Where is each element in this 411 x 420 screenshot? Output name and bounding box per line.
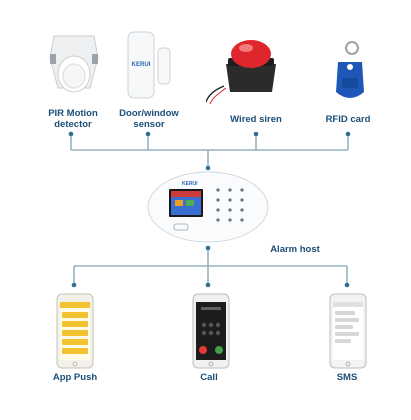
rfid-card-label: RFID card <box>313 114 383 125</box>
door-label-line2: sensor <box>133 119 165 130</box>
alarm-host-icon: KERUI <box>147 171 269 243</box>
sms-phone-icon <box>329 293 367 369</box>
pir-motion-detector-icon <box>49 35 99 93</box>
pir-motion-detector-label: PIR Motion detector <box>38 108 108 130</box>
app-push-label: App Push <box>52 372 98 383</box>
app-push-phone-icon <box>56 293 94 369</box>
call-label: Call <box>200 372 218 383</box>
rfid-card-icon <box>336 41 364 98</box>
rfid-label-line1: RFID card <box>325 114 371 125</box>
wired-siren-icon <box>206 40 276 104</box>
door-label-line1: Door/window <box>119 108 179 119</box>
sms-label: SMS <box>336 372 358 383</box>
siren-label-line1: Wired siren <box>230 114 282 125</box>
pir-label-line2: detector <box>54 119 92 130</box>
pir-label-line1: PIR Motion <box>48 108 98 119</box>
alarm-host-label: Alarm host <box>270 244 320 255</box>
alarm-host-brand: KERUI <box>182 181 198 187</box>
door-window-sensor-label: Door/window sensor <box>114 108 184 130</box>
wired-siren-label: Wired siren <box>221 114 291 125</box>
call-phone-icon <box>192 293 230 369</box>
door-sensor-brand: KERUI <box>132 62 151 68</box>
door-window-sensor-icon: KERUI <box>127 31 171 99</box>
